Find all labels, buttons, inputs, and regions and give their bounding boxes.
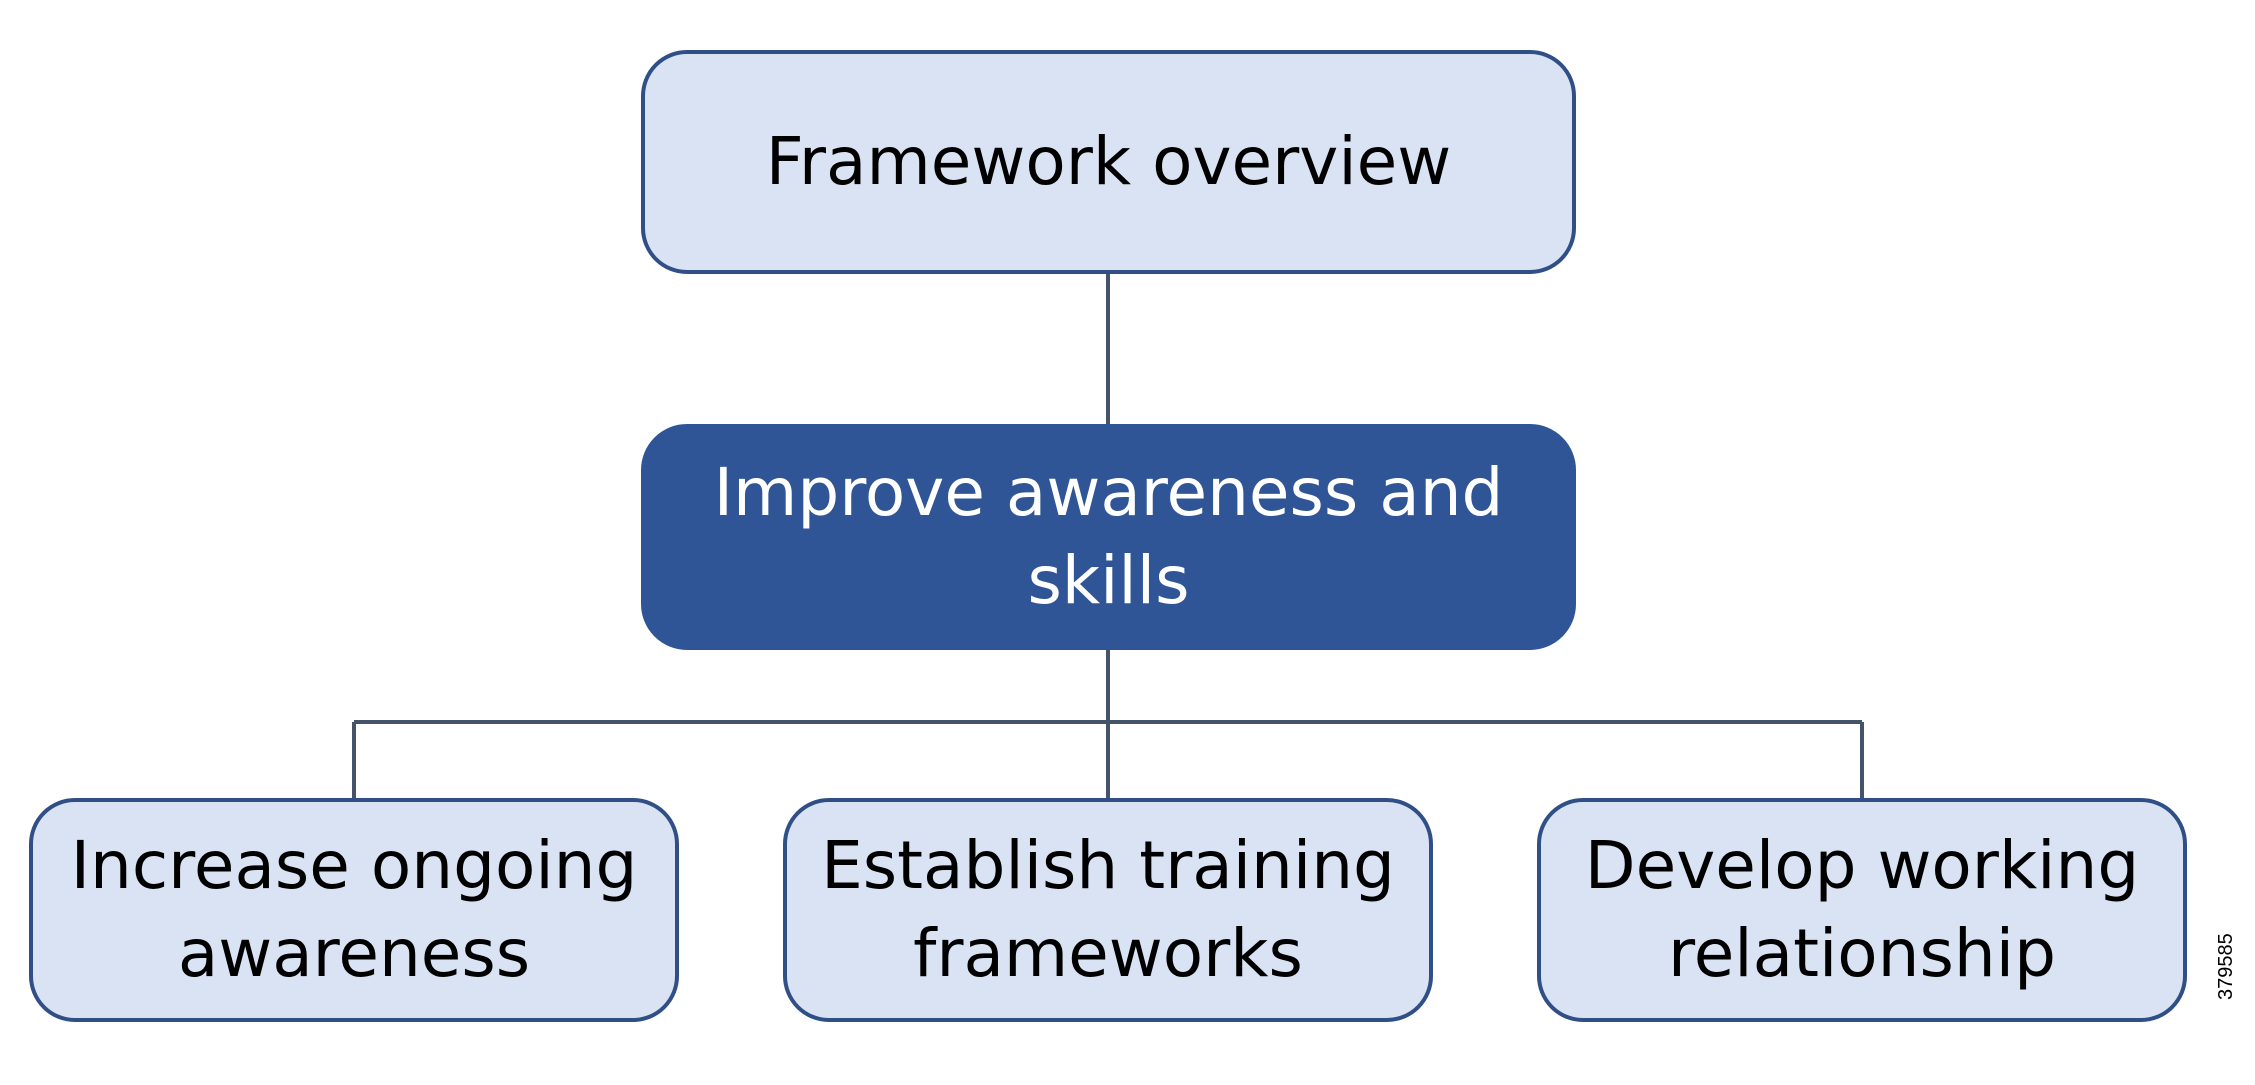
- improve-awareness-label: Improve awareness and skills: [713, 454, 1504, 619]
- develop-working-relationship-label: Develop working relationship: [1584, 827, 2140, 992]
- framework-overview-box: Framework overview: [641, 50, 1576, 274]
- framework-overview-label: Framework overview: [765, 123, 1452, 200]
- increase-ongoing-awareness-box: Increase ongoing awareness: [29, 798, 679, 1022]
- figure-id-label: 379585: [2215, 933, 2237, 1000]
- develop-working-relationship-box: Develop working relationship: [1537, 798, 2187, 1022]
- increase-ongoing-awareness-label: Increase ongoing awareness: [70, 827, 638, 992]
- establish-training-frameworks-box: Establish training frameworks: [783, 798, 1433, 1022]
- improve-awareness-box: Improve awareness and skills: [641, 424, 1576, 650]
- establish-training-frameworks-label: Establish training frameworks: [821, 827, 1395, 992]
